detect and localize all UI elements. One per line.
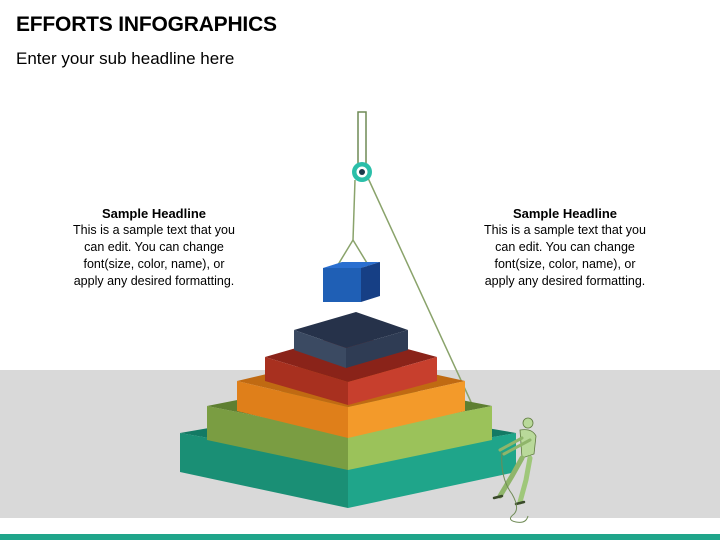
left-text-line: This is a sample text that you xyxy=(73,223,235,237)
left-text-block: Sample Headline This is a sample text th… xyxy=(54,205,254,290)
right-headline: Sample Headline xyxy=(512,206,618,221)
right-text-line: can edit. You can change xyxy=(495,240,635,254)
right-text-line: apply any desired formatting. xyxy=(484,274,646,288)
page-title: EFFORTS INFOGRAPHICS xyxy=(16,13,277,36)
right-text-line: This is a sample text that you xyxy=(484,223,646,237)
right-text-line: font(size, color, name), or xyxy=(494,257,636,271)
crane-hook-icon xyxy=(357,111,367,167)
right-text-block: Sample Headline This is a sample text th… xyxy=(465,205,665,290)
hoisted-cube-icon xyxy=(323,262,380,302)
hoist-rope xyxy=(352,179,356,241)
page-subtitle: Enter your sub headline here xyxy=(16,49,235,68)
left-text-line: apply any desired formatting. xyxy=(73,274,235,288)
left-text-line: font(size, color, name), or xyxy=(83,257,225,271)
left-text-line: can edit. You can change xyxy=(84,240,224,254)
pulley-icon xyxy=(352,162,372,182)
person-pulling-rope-icon xyxy=(492,417,537,523)
pyramid-top-block xyxy=(294,312,408,368)
bottom-accent-bar xyxy=(0,534,720,540)
left-headline: Sample Headline xyxy=(101,206,207,221)
